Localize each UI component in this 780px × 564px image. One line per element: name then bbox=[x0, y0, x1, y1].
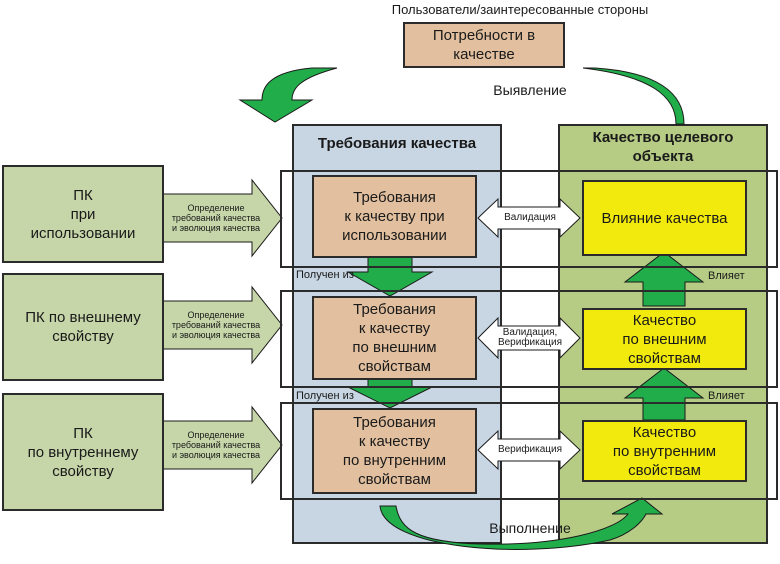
validation-verification-label: Валидация, Верификация bbox=[488, 326, 572, 350]
model-quality-in-use: ПК при использовании bbox=[2, 165, 164, 263]
elicitation-arrow bbox=[238, 67, 338, 123]
model-line: ПК bbox=[73, 186, 93, 204]
verification-arrow bbox=[477, 429, 581, 471]
arrow-text-line: Определение bbox=[187, 430, 245, 440]
model-line: ПК по внешнему bbox=[25, 309, 141, 326]
requirements-in-use: Требования к качеству при использовании bbox=[312, 175, 477, 258]
req-line: Требования bbox=[353, 301, 436, 318]
link-line: Верификация bbox=[497, 337, 563, 348]
quality-impact: Влияние качества bbox=[582, 180, 747, 256]
quality-line: свойствам bbox=[628, 461, 701, 479]
validation-label: Валидация bbox=[492, 208, 568, 228]
quality-needs-box: Потребности в качестве bbox=[403, 22, 565, 68]
req-line: Требования bbox=[353, 414, 436, 431]
influence-arrow-2 bbox=[623, 367, 705, 421]
validation-verification-arrow bbox=[477, 316, 581, 360]
model-line: свойству bbox=[52, 462, 114, 480]
model-internal-quality: ПК по внутреннему свойству bbox=[2, 393, 164, 511]
quality-line: по внутренним bbox=[612, 442, 717, 460]
link-line: Верификация bbox=[497, 444, 563, 455]
arrow-text-line: Определение bbox=[187, 203, 245, 213]
arrow-text-line: и эволюция качества bbox=[171, 450, 261, 460]
internal-quality: Качество по внутренним свойствам bbox=[582, 420, 747, 482]
requirements-internal: Требования к качеству по внутренним свой… bbox=[312, 408, 477, 494]
target-header-line1: Качество целевого bbox=[592, 129, 734, 146]
definition-text-1: Определение требований качества и эволюц… bbox=[164, 196, 268, 240]
external-quality: Качество по внешним свойствам bbox=[582, 308, 747, 370]
arrow-text-line: требований качества bbox=[171, 320, 261, 330]
req-line: свойствам bbox=[358, 358, 431, 375]
target-header-line2: объекта bbox=[632, 148, 694, 165]
arrow-text-line: требований качества bbox=[171, 440, 261, 450]
req-line: к качеству bbox=[358, 320, 431, 337]
elicitation-label: Выявление bbox=[493, 82, 567, 98]
quality-line: Качество bbox=[632, 311, 697, 329]
arrow-text-line: Определение bbox=[187, 310, 245, 320]
derived-label-2: Получен из bbox=[296, 390, 354, 402]
needs-to-target-curve bbox=[582, 67, 685, 125]
arrow-text-line: и эволюция качества bbox=[171, 330, 261, 340]
requirements-external: Требования к качеству по внешним свойств… bbox=[312, 296, 477, 380]
requirements-header: Требования качества bbox=[317, 134, 477, 152]
arrow-text-line: требований качества bbox=[171, 213, 261, 223]
quality-line: свойствам bbox=[628, 349, 701, 367]
implementation-label: Выполнение bbox=[489, 520, 571, 536]
model-external-quality: ПК по внешнему свойству bbox=[2, 273, 164, 381]
verification-label: Верификация bbox=[488, 440, 572, 460]
row-band-internal bbox=[280, 402, 778, 500]
req-line: использовании bbox=[342, 227, 447, 244]
influences-label-1: Влияет bbox=[708, 270, 745, 282]
req-line: свойствам bbox=[358, 471, 431, 488]
link-line: Валидация, bbox=[502, 327, 558, 338]
stakeholders-label: Пользователи/заинтересованные стороны bbox=[391, 1, 649, 17]
req-line: к качеству bbox=[358, 433, 431, 450]
target-quality-header: Качество целевого объекта bbox=[558, 128, 768, 168]
quality-line: Влияние качества bbox=[601, 209, 728, 227]
row-band-external bbox=[280, 290, 778, 388]
validation-arrow bbox=[477, 197, 581, 239]
quality-line: Качество bbox=[632, 423, 697, 441]
model-line: по внутреннему bbox=[27, 443, 139, 461]
req-line: к качеству при bbox=[344, 208, 445, 225]
model-line: свойству bbox=[52, 328, 114, 345]
quality-line: по внешним bbox=[622, 330, 707, 348]
model-line: ПК bbox=[73, 424, 93, 442]
influences-label-2: Влияет bbox=[708, 390, 745, 402]
req-line: Требования bbox=[353, 189, 436, 206]
req-line: по внутренним bbox=[342, 452, 447, 469]
link-line: Валидация bbox=[504, 212, 556, 223]
definition-text-3: Определение требований качества и эволюц… bbox=[164, 423, 268, 467]
definition-arrow-3 bbox=[162, 405, 283, 485]
model-line: при bbox=[70, 205, 96, 223]
definition-text-2: Определение требований качества и эволюц… bbox=[164, 303, 268, 347]
definition-arrow-1 bbox=[162, 178, 283, 258]
req-line: по внешним bbox=[352, 339, 437, 356]
model-line: использовании bbox=[30, 224, 136, 242]
definition-arrow-2 bbox=[162, 285, 283, 365]
derived-label-1: Получен из bbox=[296, 269, 354, 281]
arrow-text-line: и эволюция качества bbox=[171, 223, 261, 233]
row-band-in-use bbox=[280, 170, 778, 268]
